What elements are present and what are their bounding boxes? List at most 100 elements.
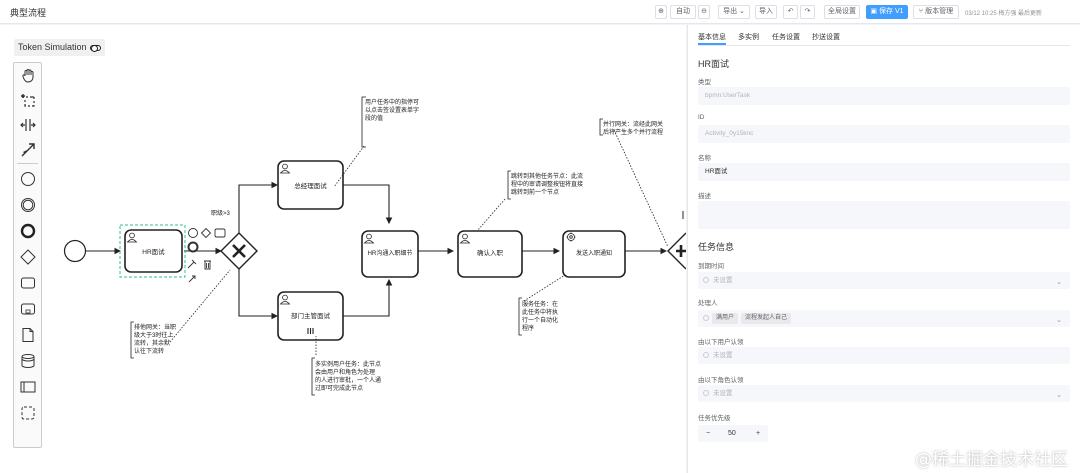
- service-task-icon: [566, 232, 576, 242]
- increment-button[interactable]: +: [756, 430, 761, 437]
- start-event[interactable]: [63, 239, 87, 263]
- toggle-icon: [89, 44, 101, 52]
- task-dept-interview[interactable]: 部门主管面试: [277, 291, 344, 341]
- id-label: ID: [698, 114, 705, 121]
- annotation-line: 跳转到前一个节点: [511, 188, 559, 196]
- node-title: HR面试: [698, 59, 729, 69]
- data-object-icon[interactable]: [20, 327, 36, 343]
- task-hr-detail[interactable]: HR沟通入职细节: [361, 230, 419, 278]
- lasso-tool-icon[interactable]: [20, 92, 36, 108]
- priority-label: 任务优先级: [698, 415, 731, 422]
- end-event-icon[interactable]: [20, 223, 36, 239]
- annotation-service-task[interactable]: 服务任务：在 此任务中将执 行一个自动化 程序: [518, 297, 558, 336]
- flow-gateway-to-gm[interactable]: [238, 181, 279, 233]
- zoom-out-button[interactable]: ⊖: [698, 5, 710, 19]
- task-info-title: 任务信息: [698, 242, 735, 252]
- annotation-line: 此任务中将执: [522, 308, 558, 316]
- save-button[interactable]: ▣ 保存 V1: [866, 5, 908, 19]
- task-label: HR沟通入职细节: [368, 249, 413, 257]
- subprocess-icon[interactable]: [20, 301, 36, 317]
- redo-button[interactable]: ↷: [800, 5, 815, 19]
- annotation-line: 用户任务中的指停可: [365, 98, 419, 106]
- tab-task-settings[interactable]: 任务设置: [772, 34, 800, 41]
- tab-basic-info[interactable]: 基本信息: [698, 34, 726, 41]
- flow-condition-label: 职级>3: [211, 209, 231, 217]
- annotation-parallel-gateway[interactable]: 并行网关：流经此网关 后将产生多个并行流程: [599, 118, 663, 136]
- hand-tool-icon[interactable]: [20, 67, 36, 83]
- delete-icon: [204, 260, 211, 270]
- zoom-in-icon: ⊕: [658, 8, 664, 15]
- task-confirm-onboard[interactable]: 确认入职: [457, 230, 523, 278]
- branch-icon: ⑂: [918, 8, 924, 15]
- annotation-line: 行一个自动化: [522, 316, 558, 324]
- annotation-line: 过即可完成此节点: [315, 384, 363, 392]
- flow-gm-to-hr-detail[interactable]: [343, 184, 393, 225]
- flow-gateway-to-dept[interactable]: [238, 269, 279, 320]
- page-title: 典型流程: [10, 8, 47, 18]
- candidate-users-select[interactable]: 未设置: [698, 347, 1070, 364]
- decrement-button[interactable]: −: [706, 430, 711, 437]
- task-hr-interview[interactable]: HR面试: [119, 224, 186, 278]
- flow-dept-to-hr-detail[interactable]: [343, 278, 393, 317]
- data-store-icon[interactable]: [20, 353, 36, 369]
- task-send-notice[interactable]: 发送入职通知: [562, 230, 626, 278]
- annotation-jump[interactable]: 跳转到其他任务节点：此流 程中的审请调整按钮将直接 跳转到前一个节点: [507, 170, 583, 200]
- space-tool-icon[interactable]: [20, 117, 36, 133]
- export-button[interactable]: 导出 ⌄: [718, 5, 750, 19]
- user-task-icon: [459, 233, 471, 244]
- annotation-line: 程中的审请调整按钮将直接: [511, 180, 583, 188]
- user-task-icon: [126, 232, 138, 243]
- annotation-line: 流转，其余默: [134, 339, 170, 347]
- annotation-line: 段的值: [365, 114, 383, 122]
- priority-value[interactable]: 50: [728, 430, 736, 437]
- undo-button[interactable]: ↶: [783, 5, 798, 19]
- assignee-select[interactable]: 满用户流程发起人自己⌄: [698, 310, 1070, 327]
- bpmn-canvas[interactable]: Token Simulation: [0, 25, 686, 473]
- candidate-users-label: 由以下用户认领: [698, 339, 744, 346]
- start-event-icon[interactable]: [20, 171, 36, 187]
- annotation-exclusive-gateway[interactable]: 排他网关：当职 级大于3时往上 流转，其余默 认往下流转: [130, 321, 176, 359]
- task-icon[interactable]: [20, 275, 36, 291]
- annotation-line: 服务任务：在: [522, 300, 558, 308]
- global-settings-button[interactable]: 全局设置: [824, 5, 860, 19]
- description-field[interactable]: [698, 201, 1070, 229]
- task-label: 总经理面试: [294, 181, 327, 190]
- append-intermediate-icon: [187, 241, 199, 253]
- annotation-user-task[interactable]: 用户任务中的指停可 以点击签设置表单字 段的值: [361, 96, 419, 148]
- pool-icon[interactable]: [20, 379, 36, 395]
- task-label: 发送入职通知: [576, 249, 612, 257]
- annotation-line: 的人进行审批，一个人通: [315, 376, 381, 384]
- annotation-line: 排他网关：当职: [134, 323, 176, 331]
- connect-tool-icon[interactable]: [20, 142, 36, 158]
- name-field[interactable]: HR面试: [698, 163, 1070, 181]
- tab-cc-settings[interactable]: 抄送设置: [812, 34, 840, 41]
- chevron-down-icon: ⌄: [1056, 392, 1062, 399]
- version-management-button[interactable]: ⑂ 版本管理: [913, 5, 959, 19]
- id-field[interactable]: Activity_0y15knc: [698, 125, 1070, 143]
- append-task-icon: [214, 228, 226, 238]
- group-icon[interactable]: [20, 405, 36, 421]
- annotation-line: 并行网关：流经此网关: [603, 120, 663, 128]
- due-date-select[interactable]: 未设置⌄: [698, 272, 1070, 289]
- intermediate-event-icon[interactable]: [20, 197, 36, 213]
- token-simulation-toggle[interactable]: Token Simulation: [14, 39, 105, 56]
- task-gm-interview[interactable]: 总经理面试: [277, 160, 344, 210]
- redo-icon: ↷: [804, 8, 811, 15]
- candidate-roles-select[interactable]: 未设置⌄: [698, 385, 1070, 402]
- due-date-value: 未设置: [713, 277, 733, 284]
- task-label: HR面试: [142, 247, 165, 256]
- import-button[interactable]: 导入: [755, 5, 777, 19]
- gateway-icon[interactable]: [20, 249, 36, 265]
- type-field[interactable]: bpmn:UserTask: [698, 87, 1070, 105]
- assignee-tag[interactable]: 流程发起人自己: [741, 312, 792, 324]
- assignee-tag[interactable]: 满用户: [712, 312, 739, 324]
- zoom-in-button[interactable]: ⊕: [655, 5, 667, 19]
- auto-fit-button[interactable]: 自动: [670, 5, 696, 19]
- parallel-gateway[interactable]: [667, 211, 686, 270]
- save-label: 保存 V1: [879, 8, 904, 15]
- exclusive-gateway[interactable]: [220, 232, 258, 270]
- annotation-multi-instance[interactable]: 多实例用户任务：此节点 会由用户和角色为处理 的人进行审批，一个人通 过即可完成…: [311, 357, 381, 396]
- annotation-line: 会由用户和角色为处理: [315, 368, 375, 376]
- tab-multi-instance[interactable]: 多实例: [738, 34, 759, 41]
- context-pad[interactable]: [187, 227, 226, 283]
